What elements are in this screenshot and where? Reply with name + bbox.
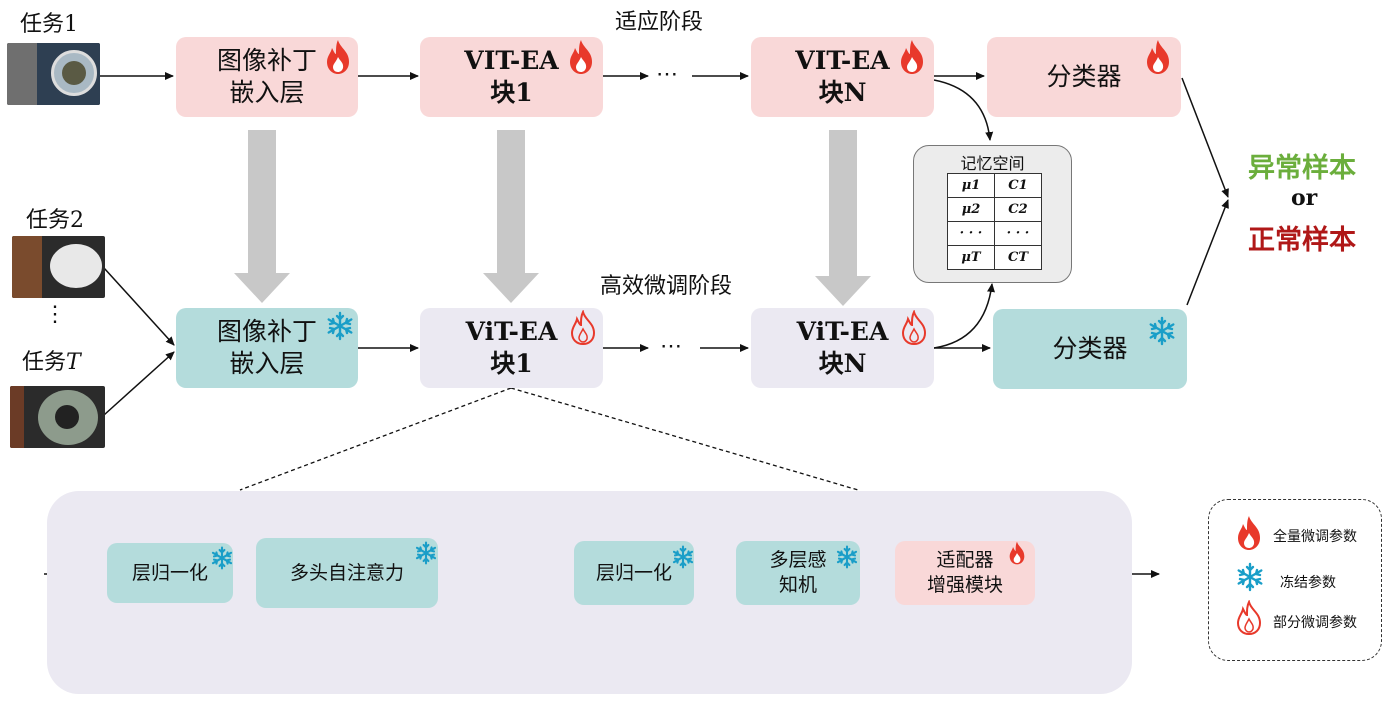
fire-icon xyxy=(570,40,592,74)
memory-cell: μT xyxy=(947,245,995,270)
legend-partial: 部分微调参数 xyxy=(1273,615,1357,631)
detail-mhsa-label: 多头自注意力 xyxy=(289,561,404,584)
top-classifier-label: 分类器 xyxy=(1046,61,1122,91)
bottom-patch-embed-block: 图像补丁 嵌入层 xyxy=(176,308,358,388)
snowflake-icon xyxy=(672,545,694,569)
bottom-vit-block-1: ViT-EA 块1 xyxy=(420,308,603,388)
legend-full: 全量微调参数 xyxy=(1273,529,1357,545)
top-patch-embed-line2: 嵌入层 xyxy=(229,78,305,107)
fire-icon xyxy=(901,40,923,74)
task1-image xyxy=(7,43,100,105)
task2-image xyxy=(12,236,105,298)
taskT-label: 任务T xyxy=(22,350,81,375)
top-vit-block-n: VIT-EA 块N xyxy=(751,37,934,117)
result-or: or xyxy=(1291,185,1318,211)
detail-mlp-line1: 多层感 xyxy=(769,549,827,572)
snowflake-icon xyxy=(1149,316,1175,346)
task1-label: 任务1 xyxy=(20,12,78,37)
fire-icon xyxy=(1147,40,1169,74)
bottom-ellipsis: ⋯ xyxy=(660,334,682,359)
detail-adapter-line2: 增强模块 xyxy=(926,574,1003,596)
top-patch-embed-line1: 图像补丁 xyxy=(216,45,317,75)
bottom-vit1-title: ViT-EA xyxy=(465,316,558,346)
taskT-image xyxy=(10,386,105,448)
memory-cell: · · · xyxy=(994,221,1042,246)
memory-cell: C2 xyxy=(994,197,1042,222)
fire-icon xyxy=(1009,541,1025,565)
top-patch-embed-block: 图像补丁 嵌入层 xyxy=(176,37,358,117)
top-vitn-title: VIT-EA xyxy=(795,45,890,75)
bottom-patch-embed-line1: 图像补丁 xyxy=(216,316,317,346)
memory-cell: C1 xyxy=(994,173,1042,198)
legend xyxy=(1208,499,1382,661)
fire-outline-icon xyxy=(901,310,927,346)
memory-title: 记忆空间 xyxy=(960,154,1025,173)
bottom-vit1-sub: 块1 xyxy=(490,349,533,378)
snowflake-icon xyxy=(211,546,233,570)
bottom-vitn-sub: 块N xyxy=(818,349,867,378)
snowflake-icon xyxy=(1237,562,1263,592)
detail-mlp-line2: 知机 xyxy=(778,574,817,596)
top-vit-block-1: VIT-EA 块1 xyxy=(420,37,603,117)
bottom-classifier: 分类器 xyxy=(993,309,1187,389)
top-classifier: 分类器 xyxy=(987,37,1181,117)
snowflake-icon xyxy=(836,545,858,569)
top-ellipsis: ⋯ xyxy=(656,62,678,87)
top-vit1-sub: 块1 xyxy=(490,78,533,107)
zoom-lines xyxy=(239,387,859,491)
snowflake-icon xyxy=(327,311,353,341)
bottom-patch-embed-line2: 嵌入层 xyxy=(229,349,305,378)
memory-cell: μ2 xyxy=(947,197,995,222)
tasks-ellipsis: ⋮ xyxy=(44,302,66,327)
stage-title-adapt: 适应阶段 xyxy=(615,10,704,35)
top-vit1-title: VIT-EA xyxy=(464,45,559,75)
memory-cell: μ1 xyxy=(947,173,995,198)
detail-adapter-line1: 适配器 xyxy=(936,549,994,572)
bottom-classifier-label: 分类器 xyxy=(1052,333,1128,363)
result-anomaly: 异常样本 xyxy=(1248,153,1356,184)
detail-layernorm-2: 层归一化 xyxy=(574,541,694,605)
fire-outline-icon xyxy=(570,310,596,346)
result-normal: 正常样本 xyxy=(1248,225,1356,256)
task2-label: 任务2 xyxy=(26,208,84,233)
stage-title-finetune: 高效微调阶段 xyxy=(600,274,733,299)
fire-icon xyxy=(1238,516,1260,550)
detail-layernorm-2-label: 层归一化 xyxy=(595,561,672,584)
detail-layernorm-1-label: 层归一化 xyxy=(131,561,208,584)
fire-outline-icon xyxy=(1236,600,1262,636)
bottom-vitn-title: ViT-EA xyxy=(796,316,889,346)
memory-cell: · · · xyxy=(947,221,995,246)
transfer-arrows xyxy=(234,130,871,306)
memory-cell: CT xyxy=(994,245,1042,270)
bottom-vit-block-n: ViT-EA 块N xyxy=(751,308,934,388)
snowflake-icon xyxy=(415,541,437,565)
detail-mhsa: 多头自注意力 xyxy=(256,538,438,608)
fire-icon xyxy=(327,40,349,74)
top-vitn-sub: 块N xyxy=(818,78,867,107)
legend-frozen: 冻结参数 xyxy=(1280,575,1336,591)
